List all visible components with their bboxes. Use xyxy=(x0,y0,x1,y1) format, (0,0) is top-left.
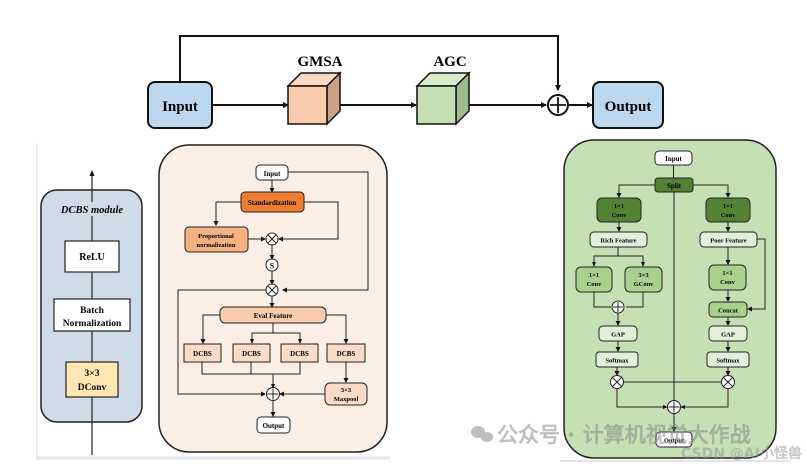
conv-left-line1: 1×1 xyxy=(614,203,624,210)
arrow xyxy=(693,184,731,198)
input-label: Input xyxy=(162,99,198,115)
gmsa-output-label: Output xyxy=(263,422,285,430)
wechat-watermark: 公众号 · 计算机视觉大作战 xyxy=(497,423,751,447)
poor-feature-skip-arrow xyxy=(747,238,766,312)
concat-label: Concat xyxy=(718,308,739,315)
softmax-left-label: Softmax xyxy=(605,358,629,365)
agc-label: AGC xyxy=(433,54,466,70)
dconv-line1: 3×3 xyxy=(85,369,100,379)
prop-norm-line2: normalization xyxy=(197,242,236,249)
arrow xyxy=(593,247,644,266)
poor-conv1x1-box xyxy=(708,264,747,291)
dcbs-label: DCBS xyxy=(290,350,309,358)
arrow xyxy=(326,314,349,344)
poor-feature-label: Poor Feature xyxy=(710,238,747,245)
split-label: Split xyxy=(667,182,682,190)
arrow xyxy=(616,184,655,198)
top-flow: Input GMSA AGC Output xyxy=(147,35,664,129)
rich-gconv-line2: GConv xyxy=(634,281,655,288)
agc-detail-panel: Input Split 1×1 Conv 1×1 Conv Rich Featu… xyxy=(560,139,790,462)
agc-output-label: Output xyxy=(664,438,685,445)
dcbs-label: DCBS xyxy=(337,350,356,358)
wechat-icon xyxy=(471,426,493,442)
rich-feature-label: Rich Feature xyxy=(600,238,636,245)
arrow xyxy=(593,292,644,308)
gmsa-output-box xyxy=(256,416,291,434)
maxpool-line1: 3×3 xyxy=(341,387,352,394)
gap-right-label: GAP xyxy=(721,332,735,339)
conv-right-line2: Conv xyxy=(721,212,737,219)
watermark: 公众号 · 计算机视觉大作战 CSDN @AI小怪兽 xyxy=(471,423,802,462)
agc-cube xyxy=(415,71,471,126)
merge-lines xyxy=(616,388,729,408)
dcbs-module-title: DCBS module xyxy=(60,205,123,216)
dconv-box xyxy=(65,361,119,398)
arrow xyxy=(278,201,339,242)
poor-conv-line1: 1×1 xyxy=(722,270,732,277)
conv-right-line1: 1×1 xyxy=(723,203,733,210)
arrow xyxy=(200,314,220,344)
gmsa-skip-arrow xyxy=(177,289,266,397)
rich-conv1x1-box xyxy=(575,266,613,293)
arrow xyxy=(251,323,301,343)
eval-feature-label: Eval Feature xyxy=(254,312,293,320)
gmsa-detail-panel: Input Standardization Proportional norma… xyxy=(158,144,388,453)
rich-gconv-box xyxy=(624,266,663,293)
skip-connection-arrow xyxy=(179,35,561,91)
batch-norm-line1: Batch xyxy=(80,306,104,316)
standardization-label: Standardization xyxy=(248,199,296,207)
relu-box xyxy=(64,240,120,273)
rich-conv1x1-line2: Conv xyxy=(587,281,603,288)
softmax-right-label: Softmax xyxy=(716,358,740,365)
dconv-line2: DConv xyxy=(78,383,107,393)
poor-conv-line2: Conv xyxy=(720,279,736,286)
csdn-watermark: CSDN @AI小怪兽 xyxy=(681,445,802,462)
gmsa-cube xyxy=(286,71,342,126)
conv-left-line2: Conv xyxy=(612,212,628,219)
rich-gconv-line1: 3×3 xyxy=(638,272,649,279)
output-label: Output xyxy=(605,99,652,115)
agc-input-label: Input xyxy=(665,155,682,163)
agc-output-box xyxy=(655,431,693,448)
dcbs-label: DCBS xyxy=(193,350,212,358)
up-arrow-icon xyxy=(89,170,95,176)
batch-norm-line2: Normalization xyxy=(63,319,122,329)
gmsa-input-label: Input xyxy=(264,170,281,178)
dcbs-label: DCBS xyxy=(242,350,261,358)
gmsa-label: GMSA xyxy=(298,54,343,70)
arrow xyxy=(213,201,241,226)
sigmoid-label: S xyxy=(270,262,275,271)
prop-norm-line1: Proportional xyxy=(198,233,234,240)
gmsa-residual-arrow xyxy=(282,171,369,293)
batch-norm-box xyxy=(53,298,131,332)
maxpool-line2: Maxpool xyxy=(334,396,359,403)
gap-left-label: GAP xyxy=(611,332,625,339)
relu-label: ReLU xyxy=(79,252,105,263)
rich-conv1x1-line1: 1×1 xyxy=(589,272,599,279)
output-box xyxy=(592,81,664,129)
dcbs-module-panel: DCBS module ReLU Batch Normalization 3×3… xyxy=(36,143,390,460)
plus-icon xyxy=(550,97,566,113)
